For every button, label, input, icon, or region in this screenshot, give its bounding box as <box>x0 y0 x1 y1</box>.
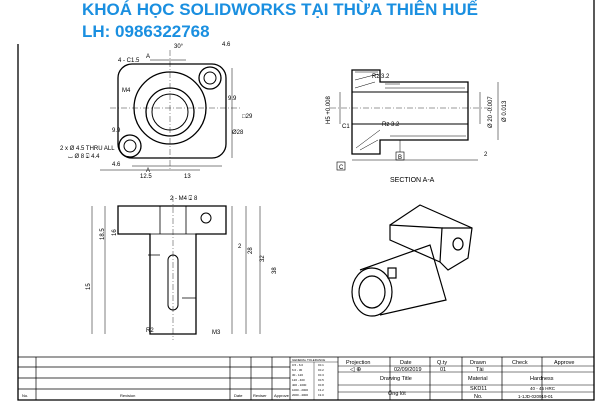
section-title: SECTION A-A <box>390 177 435 184</box>
hole-callout: ⌴ Ø 8 ⍗ 4.4 <box>68 153 100 160</box>
tolerance-range: 30 - 120 <box>292 373 303 377</box>
dim-label: 15 <box>86 283 92 290</box>
dim-label: 38 <box>272 267 278 274</box>
contact-phone: LH: 0986322768 <box>82 22 210 41</box>
dim-label: 9.9 <box>112 128 121 134</box>
dim-label: M4 <box>122 88 131 94</box>
tolerance-label: Ø 0.013 <box>502 100 508 122</box>
dim-label: 32 <box>260 255 266 262</box>
rev-date-header: Date <box>234 393 243 398</box>
dim-label: 4.6 <box>222 42 231 48</box>
sheet-frame <box>17 0 595 401</box>
drawing-title-value: Ống lót <box>388 390 406 397</box>
dim-label: Ø28 <box>232 130 244 136</box>
front-view <box>91 196 261 340</box>
dim-label: R2 <box>146 328 154 334</box>
projection-label: Projection <box>346 360 370 366</box>
dim-label: 12.5 <box>140 174 152 180</box>
tolerance-value: ±0.1 <box>318 363 324 367</box>
tolerance-range: 0.5 - 6.0 <box>292 363 303 367</box>
tolerance-range: 2000 - 4000 <box>292 393 308 397</box>
material-label: Material <box>468 376 488 382</box>
rev-header: Revision <box>120 393 135 398</box>
top-view <box>100 50 240 171</box>
chamfer-label: C1 <box>342 124 350 130</box>
no-value: 1-1JD-020919-01 <box>518 394 554 399</box>
datum-b: B <box>398 155 402 161</box>
tolerance-title: GENERAL TOLERANCE <box>292 358 325 362</box>
thread-callout: 2 - M4 ⍗ 8 <box>170 195 198 202</box>
hardness-value: 40 - 45 HRC <box>530 386 556 391</box>
date-label: Date <box>400 360 412 366</box>
no-label: No. <box>474 394 483 400</box>
approve-label: Approve <box>554 360 575 366</box>
section-view <box>330 69 499 171</box>
hole-callout: 2 x Ø 4.5 THRU ALL <box>60 146 115 152</box>
roughness-label: Rz 3.2 <box>382 122 400 128</box>
dim-label: 30° <box>174 44 184 50</box>
tolerance-range: 120 - 400 <box>292 378 305 382</box>
section-marker-a: A <box>146 54 150 60</box>
material-value: SKD11 <box>470 386 487 392</box>
tolerance-range: 1000 - 2000 <box>292 388 308 392</box>
drawing-title-label: Drawing Title <box>380 376 412 382</box>
roughness-label: Rz 3.2 <box>372 74 390 80</box>
dim-label: 13 <box>184 174 191 180</box>
section-marker-a: A <box>146 168 150 174</box>
dim-label: 2 <box>484 152 488 158</box>
isometric-view <box>351 204 473 317</box>
date-value: 02/09/2019 <box>394 367 422 373</box>
rev-approve-header: Approve <box>274 393 290 398</box>
check-label: Check <box>512 360 528 366</box>
datum-c: C <box>339 165 344 171</box>
tolerance-label: H5 +0.008 <box>326 95 332 124</box>
dim-label: 2 <box>238 244 242 250</box>
tolerance-value: ±0.2 <box>318 368 324 372</box>
course-title: KHOÁ HỌC SOLIDWORKS TẠI THỪA THIÊN HUẾ <box>82 0 478 19</box>
tolerance-range: 6.0 - 30 <box>292 368 303 372</box>
qty-label: Q.ty <box>437 360 447 366</box>
dim-label: 4.6 <box>112 162 121 168</box>
rev-no-header: No. <box>22 393 28 398</box>
title-block <box>18 356 594 400</box>
drawn-label: Drawn <box>470 360 486 366</box>
tolerance-value: ±0.5 <box>318 378 324 382</box>
tolerance-value: ±0.8 <box>318 383 324 387</box>
tolerance-range: 400 - 1000 <box>292 383 307 387</box>
tolerance-label: Ø 20 -0.007 <box>488 96 494 128</box>
dim-label: 28 <box>248 247 254 254</box>
dim-label: □29 <box>242 114 253 120</box>
projection-symbol-icon: ◁ ⊕ <box>350 367 361 373</box>
drawn-value: Tài <box>476 367 484 373</box>
dim-label: M3 <box>212 330 221 336</box>
dim-label: 4 - C1.5 <box>118 58 140 64</box>
tolerance-value: ±1.2 <box>318 388 324 392</box>
hardness-label: Hardness <box>530 376 554 382</box>
dim-label: 16 <box>112 229 118 236</box>
dim-label: 18.5 <box>100 228 106 240</box>
qty-value: 01 <box>440 367 446 373</box>
rev-reviser-header: Reviser <box>253 393 267 398</box>
dim-label: 9.9 <box>228 96 237 102</box>
tolerance-value: ±2.0 <box>318 393 324 397</box>
tolerance-value: ±0.3 <box>318 373 324 377</box>
